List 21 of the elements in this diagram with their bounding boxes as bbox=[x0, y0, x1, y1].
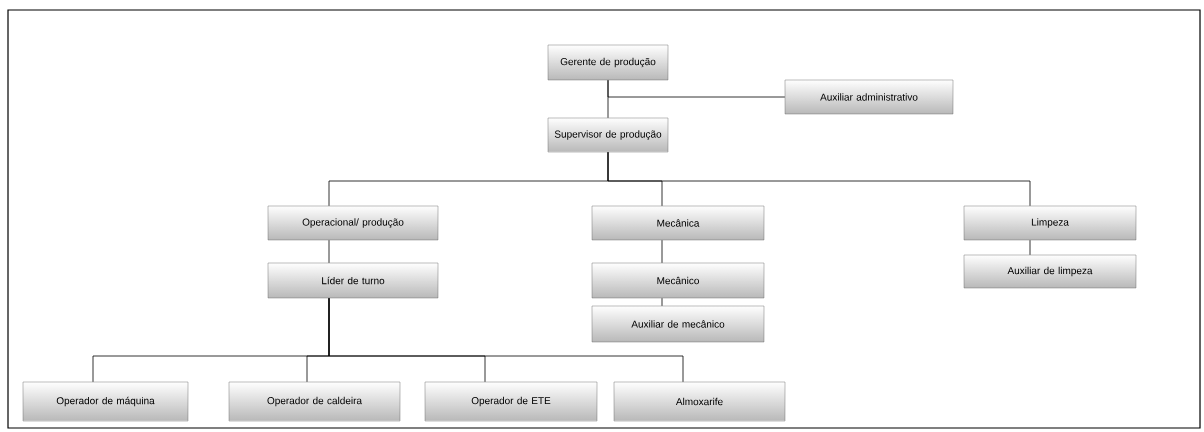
connector-line bbox=[607, 79, 609, 119]
connector-line bbox=[1029, 239, 1031, 256]
connector-line bbox=[328, 297, 684, 383]
org-box: Supervisor de produção bbox=[547, 117, 669, 153]
org-box: Operador de caldeira bbox=[228, 381, 401, 422]
org-box: Mecânica bbox=[591, 205, 765, 241]
connector-line bbox=[661, 297, 663, 307]
connector-line bbox=[328, 239, 330, 264]
org-box: Almoxarife bbox=[613, 381, 786, 422]
org-box: Líder de turno bbox=[267, 262, 439, 299]
org-box: Operacional/ produção bbox=[267, 205, 439, 241]
org-box: Operador de ETE bbox=[424, 381, 598, 422]
org-box: Operador de máquina bbox=[22, 381, 189, 422]
org-box: Auxiliar administrativo bbox=[784, 79, 954, 115]
connector-line bbox=[661, 239, 663, 264]
org-box: Auxiliar de mecânico bbox=[591, 305, 765, 343]
org-box: Auxiliar de limpeza bbox=[963, 254, 1137, 289]
org-box: Gerente de produção bbox=[547, 44, 669, 81]
org-box: Mecânico bbox=[591, 262, 765, 299]
connector-line bbox=[607, 151, 1031, 207]
org-box: Limpeza bbox=[963, 205, 1137, 241]
